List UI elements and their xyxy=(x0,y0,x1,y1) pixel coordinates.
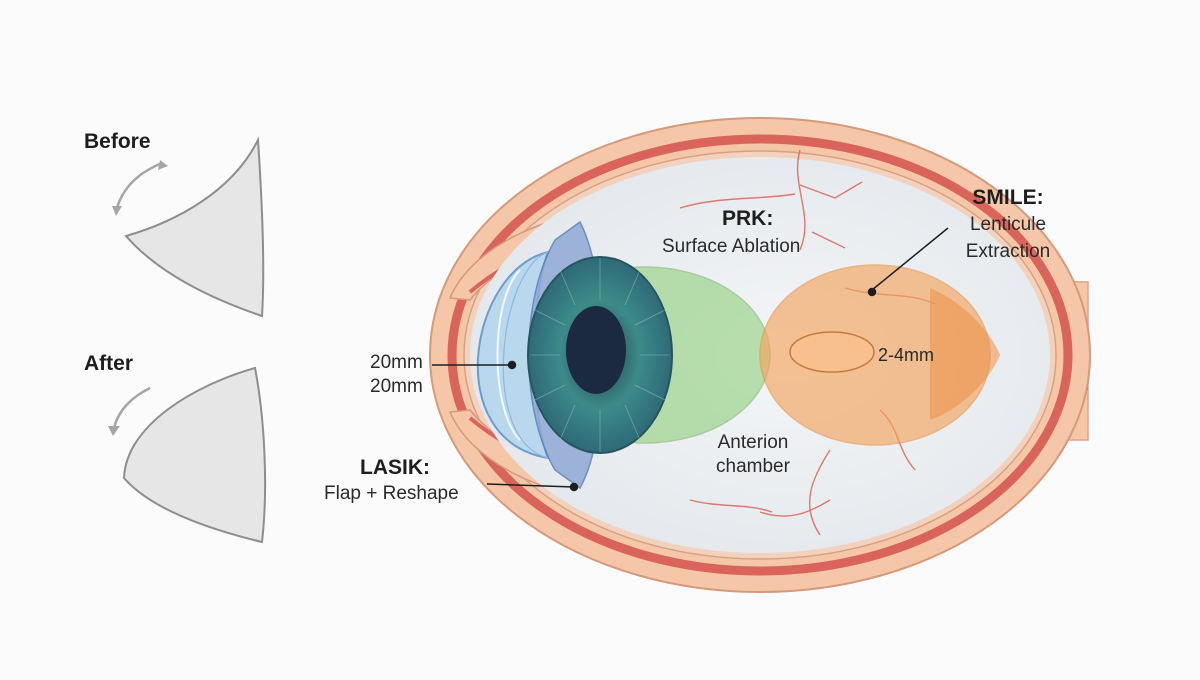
smile-title: SMILE: xyxy=(972,186,1044,209)
after-shape xyxy=(122,366,267,544)
lasik-title: LASIK: xyxy=(360,456,430,479)
before-shape xyxy=(124,136,265,318)
chamber-label-1: Anterion xyxy=(717,432,789,453)
lasik-subtitle: Flap + Reshape xyxy=(324,483,459,504)
pupil xyxy=(566,306,626,394)
prk-subtitle: Surface Ablation xyxy=(662,236,801,257)
cornea xyxy=(476,250,550,460)
before-arrow-icon xyxy=(112,160,168,216)
after-arrow-icon xyxy=(108,386,151,436)
dimension-label-2: 20mm xyxy=(370,376,423,397)
after-label: After xyxy=(84,352,134,375)
prk-title: PRK: xyxy=(722,207,774,230)
pointer-lines xyxy=(432,227,949,492)
before-label: Before xyxy=(84,130,151,153)
dimension-label-1: 20mm xyxy=(370,352,423,373)
smile-line-2: Extraction xyxy=(965,241,1051,262)
smile-line-1: Lenticule xyxy=(969,214,1047,235)
lenticule-zone xyxy=(759,264,1000,446)
chamber-label-2: chamber xyxy=(716,456,790,477)
lens-dimension-label: 2-4mm xyxy=(878,345,935,365)
